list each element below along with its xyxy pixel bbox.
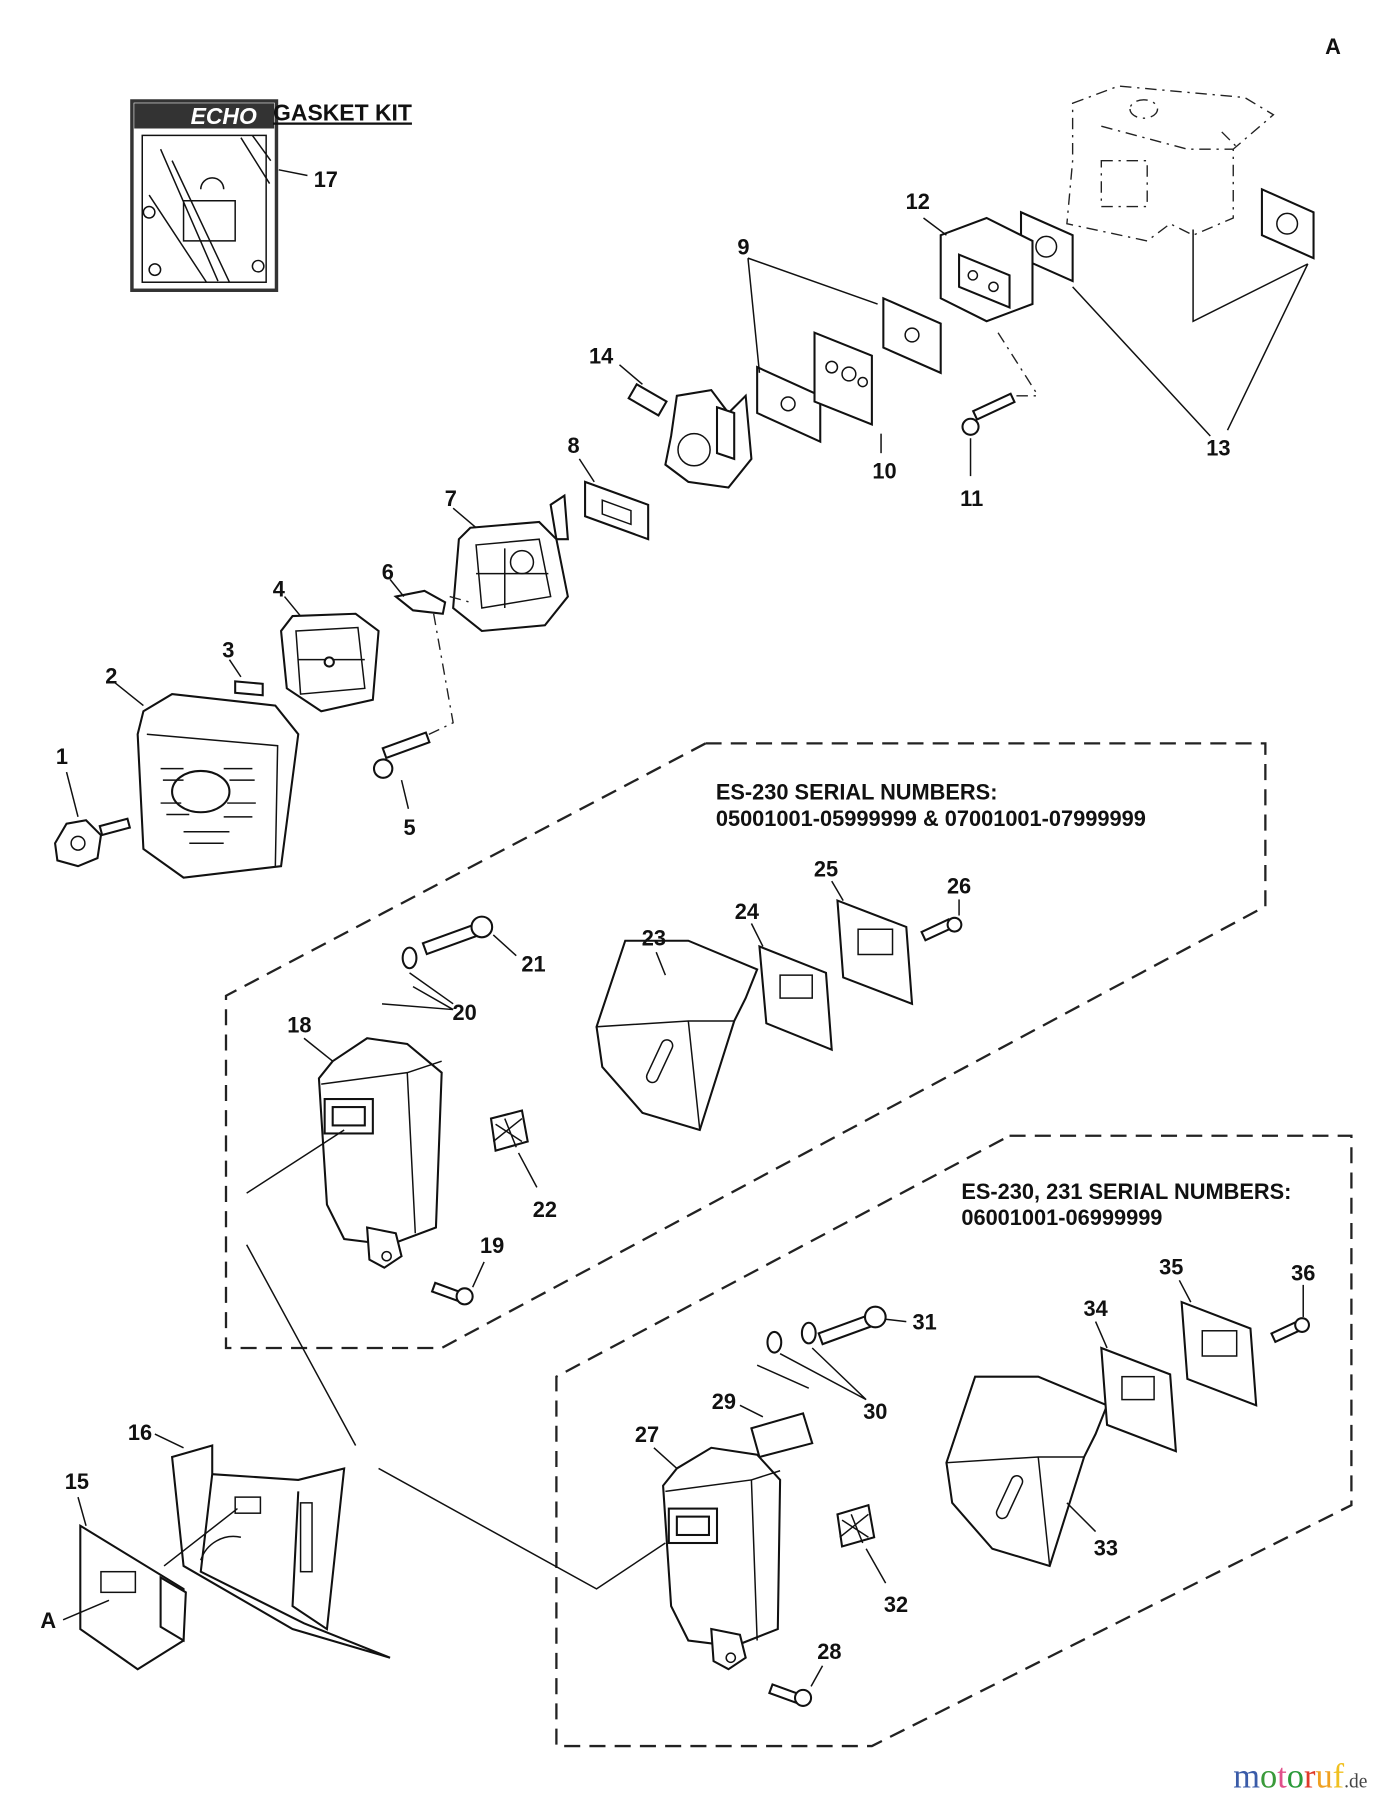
callout-5: 5 — [403, 815, 415, 840]
callout-12: 12 — [906, 189, 930, 214]
callout-28: 28 — [817, 1639, 841, 1664]
callout-19: 19 — [480, 1233, 504, 1258]
cylinder-outline — [1066, 85, 1275, 242]
callout-A-top: A — [1325, 34, 1341, 59]
callout-6: 6 — [382, 559, 394, 584]
section-1-serials: 05001001-05999999 & 07001001-07999999 — [716, 806, 1146, 831]
callout-A-bottom: A — [40, 1608, 56, 1633]
callout-9: 9 — [737, 235, 749, 260]
callout-13: 13 — [1206, 435, 1230, 460]
callout-11: 11 — [960, 486, 983, 511]
plate-15 — [62, 1496, 187, 1671]
callout-34: 34 — [1083, 1296, 1107, 1321]
callout-22: 22 — [533, 1197, 557, 1222]
callout-36: 36 — [1291, 1260, 1315, 1285]
callout-26: 26 — [947, 874, 971, 899]
callout-1: 1 — [56, 744, 68, 769]
bolt-11 — [961, 392, 1039, 477]
section-2-serials: 06001001-06999999 — [961, 1205, 1162, 1230]
motoruf-watermark: motoruf.de — [1233, 1757, 1367, 1795]
muffler-18 — [303, 1037, 443, 1269]
heat-shield-33 — [945, 1375, 1109, 1568]
svg-text:motoruf.de: motoruf.de — [1233, 1757, 1367, 1795]
gasket-kit-package: ECHO — [130, 99, 279, 292]
callout-30: 30 — [863, 1399, 887, 1424]
callout-7: 7 — [445, 486, 457, 511]
callout-27: 27 — [635, 1422, 659, 1447]
callout-14: 14 — [589, 344, 613, 369]
gasket-kit-title: GASKET KIT — [273, 99, 412, 125]
echo-logo: ECHO — [191, 103, 257, 129]
callout-2: 2 — [105, 664, 117, 689]
callout-24: 24 — [735, 899, 759, 924]
callout-21: 21 — [521, 952, 545, 977]
callout-10: 10 — [872, 458, 896, 483]
callout-35: 35 — [1159, 1255, 1183, 1280]
section-1-title: ES-230 SERIAL NUMBERS: — [716, 780, 998, 805]
callout-3: 3 — [222, 637, 234, 662]
carburetor — [619, 364, 753, 489]
callout-18: 18 — [287, 1013, 311, 1038]
air-cleaner-case — [452, 493, 569, 633]
callouts: A 17 12 9 14 8 10 11 13 7 6 4 3 2 1 5 26… — [40, 34, 1341, 1664]
callout-15: 15 — [65, 1469, 89, 1494]
muffler-27 — [653, 1446, 782, 1671]
callout-4: 4 — [273, 577, 285, 602]
callout-29: 29 — [712, 1389, 736, 1414]
callout-17: 17 — [314, 167, 338, 192]
heat-shield-23 — [595, 939, 759, 1132]
callout-32: 32 — [884, 1592, 908, 1617]
callout-23: 23 — [642, 925, 666, 950]
callout-16: 16 — [128, 1420, 152, 1445]
air-cleaner-cover — [114, 682, 300, 879]
section-box-1 — [224, 742, 1267, 1350]
section-2-title: ES-230, 231 SERIAL NUMBERS: — [961, 1179, 1291, 1204]
bracket-16 — [154, 1433, 391, 1659]
callout-31: 31 — [913, 1310, 937, 1335]
callout-25: 25 — [814, 856, 838, 881]
callout-8: 8 — [568, 433, 580, 458]
callout-33: 33 — [1094, 1536, 1118, 1561]
callout-20: 20 — [453, 1000, 477, 1025]
section-box-2 — [555, 1134, 1353, 1748]
